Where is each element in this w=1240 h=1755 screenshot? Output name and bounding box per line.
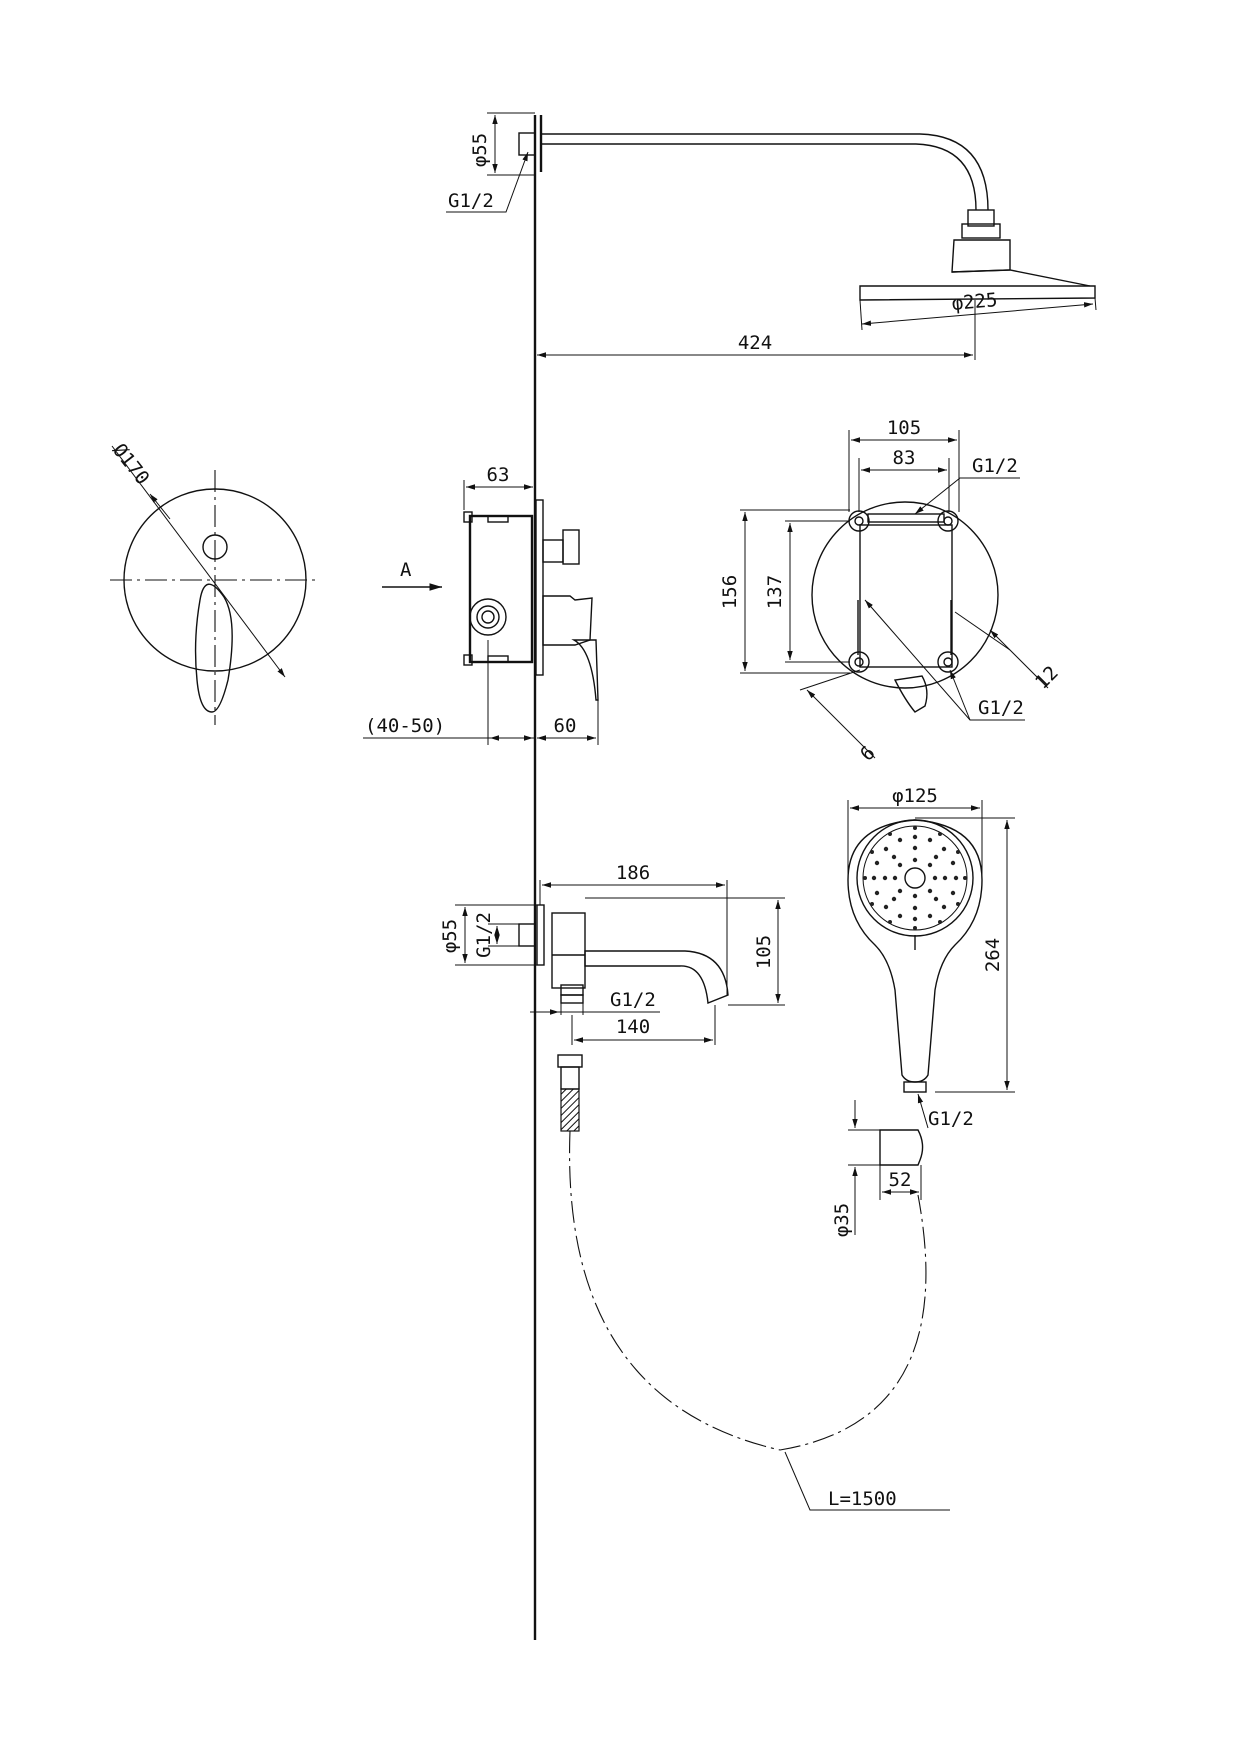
view-a-label: A bbox=[400, 559, 412, 581]
box-inner-width-label: 83 bbox=[893, 447, 916, 469]
wall-range-label: (40-50) bbox=[365, 715, 445, 737]
hose-connector: L=1500 bbox=[557, 1054, 950, 1511]
spout-reach-label: 140 bbox=[616, 1016, 650, 1038]
spout-outlet-thread-label: G1/2 bbox=[610, 989, 656, 1011]
overhead-shower: φ55 G1/2 φ225 424 bbox=[446, 112, 1097, 360]
holder-dia-label: φ35 bbox=[831, 1203, 853, 1237]
mixer-side-view: A 63 (40-50) 60 bbox=[363, 464, 599, 745]
spout-length-label: 186 bbox=[616, 862, 650, 884]
cover-plate-front: Ø170 bbox=[108, 440, 320, 725]
box-top-thread-label: G1/2 bbox=[972, 455, 1018, 477]
spray-nozzles bbox=[863, 826, 967, 930]
box-inner-height-label: 137 bbox=[764, 575, 786, 609]
bath-spout: 186 φ55 G1/2 105 G1/2 140 bbox=[439, 862, 785, 1045]
arm-length-label: 424 bbox=[738, 332, 772, 354]
showerhead-thread-label: G1/2 bbox=[448, 190, 494, 212]
hose-length-label: L=1500 bbox=[828, 1488, 897, 1510]
handle-projection-label: 60 bbox=[554, 715, 577, 737]
showerhead-pipe-dia-label: φ55 bbox=[469, 133, 491, 167]
handshower-thread-label: G1/2 bbox=[928, 1108, 974, 1130]
holder-length-label: 52 bbox=[889, 1169, 912, 1191]
box-outer-width-label: 105 bbox=[887, 417, 921, 439]
wall-holder: φ35 52 bbox=[831, 1100, 924, 1237]
box-offset-6-label: 6 bbox=[856, 742, 880, 766]
box-outer-height-label: 156 bbox=[719, 575, 741, 609]
box-bottom-thread-label: G1/2 bbox=[978, 697, 1024, 719]
shower-hose bbox=[569, 1130, 927, 1451]
handshower-dia-label: φ125 bbox=[892, 785, 938, 807]
spout-flange-dia-label: φ55 bbox=[439, 919, 461, 953]
hand-shower: φ125 264 G1/2 bbox=[847, 785, 1015, 1130]
handshower-length-label: 264 bbox=[982, 938, 1004, 972]
mixer-box-view-a: 105 83 G1/2 156 137 G1/2 12 6 bbox=[719, 417, 1063, 766]
plate-dia-label: Ø170 bbox=[108, 440, 154, 490]
spout-flange-thread-label: G1/2 bbox=[473, 912, 495, 958]
spout-height-label: 105 bbox=[753, 935, 775, 969]
box-offset-12-label: 12 bbox=[1031, 662, 1063, 694]
box-depth-label: 63 bbox=[487, 464, 510, 486]
